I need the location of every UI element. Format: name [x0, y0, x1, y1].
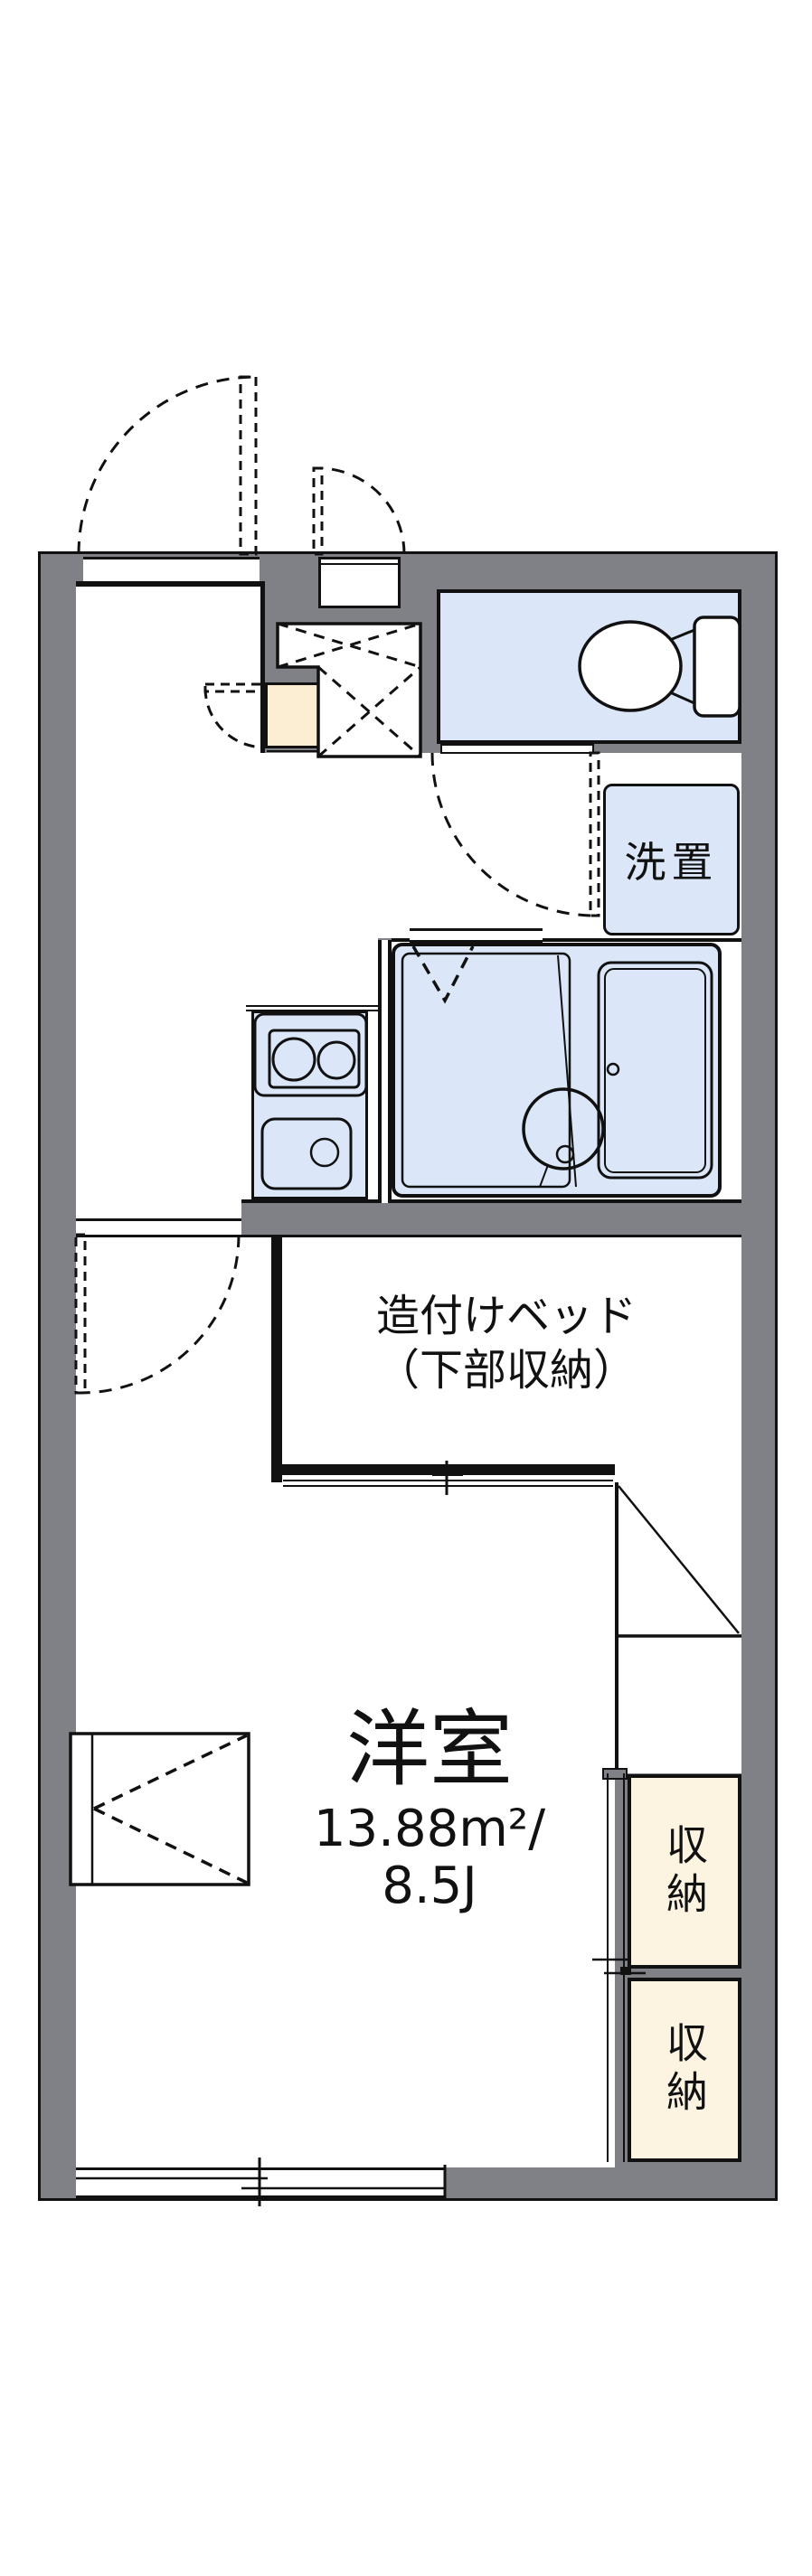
shelf-diagonal-icon: [618, 1485, 740, 1634]
room-door-swing: [74, 1233, 241, 1395]
bed-sliding-door: [283, 1461, 613, 1495]
shelf-column: [615, 1482, 741, 1773]
room-doorway: [76, 1218, 241, 1235]
bath-folding-door: [411, 945, 475, 1004]
washer-space-label: 洗置: [624, 838, 719, 887]
storage-closet-top: 収納: [628, 1774, 741, 1969]
washbasin-icon: [401, 952, 605, 1189]
built-in-bed-area: [271, 1235, 741, 1482]
storage-bottom-label: 収納: [660, 2021, 709, 2119]
room-area-tatami: 8.5J: [382, 1857, 477, 1915]
entrance-opening: [83, 557, 260, 581]
storage-top-label: 収納: [660, 1822, 709, 1921]
main-room-label: 洋室 13.88m²/ 8.5J: [253, 1699, 606, 1914]
storage-sliding-doors: [592, 1773, 646, 2162]
bed-label: 造付けベッド （下部収納）: [326, 1289, 687, 1397]
utility-door-swing: [312, 466, 406, 565]
room-name: 洋室: [345, 1701, 513, 1798]
bath-doorway: [410, 928, 543, 943]
toilet-door-swing: [430, 744, 600, 917]
entrance-door-swing: [77, 375, 258, 556]
refrigerator-space-icon: [276, 622, 422, 758]
room-area-sqm: 13.88m²/: [313, 1800, 546, 1858]
kitchen-bath-wall: [378, 940, 392, 1203]
bed-label-line1: 造付けベッド: [375, 1291, 637, 1341]
side-window-icon: [69, 1732, 250, 1886]
storage-closet-bottom: 収納: [628, 1978, 741, 2162]
meter-box-niche: [318, 557, 401, 608]
kitchen-sink-icon: [260, 1117, 353, 1190]
toilet-icon: [578, 616, 741, 718]
bathtub-icon: [597, 961, 713, 1180]
entrance-corridor-upper: [76, 581, 265, 753]
sliding-window-icon: [76, 2158, 447, 2206]
washer-space: 洗置: [603, 784, 740, 935]
bed-front-wall: [271, 1464, 615, 1475]
stove-burners-icon: [246, 1005, 378, 1097]
bed-label-line2: （下部収納）: [375, 1345, 637, 1396]
